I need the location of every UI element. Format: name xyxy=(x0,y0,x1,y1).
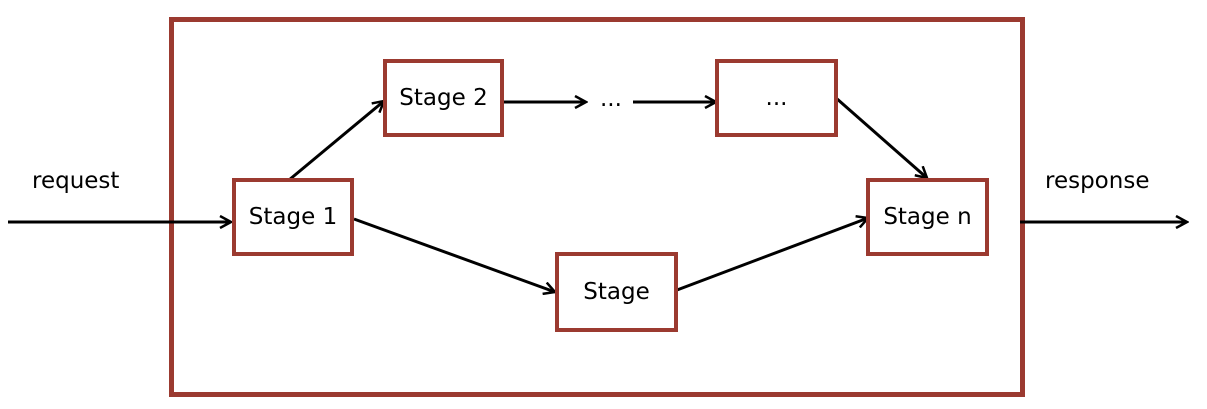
arrow-stage-to-stagen xyxy=(676,218,868,292)
arrow-stage1-to-stage2 xyxy=(288,101,384,182)
request-label: request xyxy=(32,168,120,194)
stage-2-box: Stage 2 xyxy=(383,59,504,137)
stage-lower-box: Stage xyxy=(555,252,678,332)
system-boundary-box xyxy=(169,17,1025,397)
ellipsis-box: ... xyxy=(715,59,838,137)
arrow-box-to-stagen xyxy=(835,96,927,178)
arrow-stage1-to-stage xyxy=(353,217,555,292)
stage-n-box: Stage n xyxy=(866,178,989,256)
response-label: response xyxy=(1045,168,1150,194)
ellipsis-text: ... xyxy=(600,86,622,112)
stage-1-box: Stage 1 xyxy=(232,178,354,256)
